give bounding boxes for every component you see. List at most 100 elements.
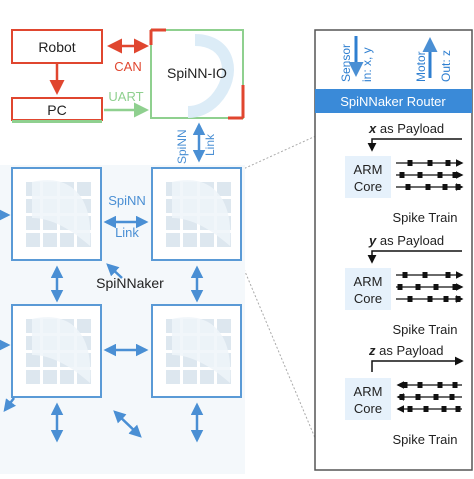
chip-sheen (32, 317, 91, 383)
spike-mark (455, 296, 461, 302)
payload-variable: x (368, 121, 377, 136)
io-link-label-1: SpiNN (175, 129, 189, 164)
payload-label: y as Payload (368, 233, 444, 248)
core-cell (166, 216, 180, 230)
arm-label: ARM (354, 162, 383, 177)
core-cell (217, 182, 231, 196)
router-header (315, 89, 472, 113)
core-cell (183, 370, 197, 384)
spike-mark (415, 284, 421, 290)
pc-box: PC (11, 97, 103, 123)
sensor-sub-label: in: x, y (360, 47, 374, 82)
core-cell (200, 233, 214, 247)
core-cell (77, 319, 91, 333)
core-cell (200, 370, 214, 384)
payload-text: as Payload (376, 343, 444, 358)
routing-arrow (367, 138, 462, 152)
spike-mark (437, 172, 443, 178)
chip-sheen (172, 317, 231, 383)
core-cell (166, 353, 180, 367)
spinn-io-label: SpiNN-IO (167, 65, 227, 81)
spike-train-label: Spike Train (392, 210, 457, 225)
payload-text: as Payload (376, 121, 444, 136)
core-label: Core (354, 291, 382, 306)
spinnaker-chip (151, 304, 242, 398)
core-cell (166, 370, 180, 384)
payload-variable: y (368, 233, 377, 248)
spike-mark (443, 296, 449, 302)
grid-link-label-2: Link (115, 225, 139, 240)
spike-mark (407, 160, 413, 166)
chip-links (0, 208, 204, 443)
spinnaker-chip (151, 167, 242, 261)
spike-mark (423, 406, 429, 412)
payload-label: x as Payload (368, 121, 444, 136)
arm-core-box (345, 378, 391, 420)
robot-label: Robot (38, 39, 75, 55)
core-cell (60, 233, 74, 247)
sensor-label: Sensor (339, 44, 353, 82)
spike-mark (427, 296, 433, 302)
zoom-line-bottom (240, 261, 319, 446)
arm-label: ARM (354, 274, 383, 289)
core-cell (217, 319, 231, 333)
spike-mark (442, 184, 448, 190)
spinnaker-chip (11, 167, 102, 261)
spinnaker-chip (11, 304, 102, 398)
core-label: Core (354, 401, 382, 416)
arm-core-box (345, 268, 391, 310)
robot-box: Robot (11, 29, 103, 64)
chip-sheen (172, 180, 231, 246)
zoom-line-top (240, 134, 319, 171)
uart-label: UART (108, 89, 143, 104)
payload-variable: z (368, 343, 376, 358)
io-link-label-2: Link (203, 133, 217, 156)
spike-mark (427, 160, 433, 166)
pc-label: PC (47, 102, 66, 118)
arm-label: ARM (354, 384, 383, 399)
spike-mark (407, 406, 413, 412)
spike-mark (441, 406, 447, 412)
spike-mark (433, 284, 439, 290)
spike-train-label: Spike Train (392, 322, 457, 337)
router-panel: Sensor in: x, y Motor Out: z SpiNNaker R… (314, 29, 473, 471)
core-cell (183, 233, 197, 247)
can-label: CAN (114, 59, 141, 74)
chip-sheen (32, 180, 91, 246)
spike-mark (415, 394, 421, 400)
spike-mark (422, 272, 428, 278)
core-cell (26, 233, 40, 247)
core-cell (60, 370, 74, 384)
core-cell (26, 353, 40, 367)
spike-mark (402, 382, 408, 388)
router-title: SpiNNaker Router (340, 94, 446, 109)
spinnaker-label: SpiNNaker (96, 275, 164, 291)
spike-mark (405, 184, 411, 190)
motor-label: Motor (414, 51, 428, 82)
spinn-io-box: SpiNN-IO (149, 28, 245, 120)
spike-mark (433, 394, 439, 400)
spike-mark (445, 160, 451, 166)
spike-mark (437, 382, 443, 388)
link-arrow-diag-2 (3, 397, 16, 412)
spike-mark (452, 382, 458, 388)
payload-text: as Payload (376, 233, 444, 248)
link-arrow-diag-1 (106, 263, 123, 279)
spike-mark (399, 172, 405, 178)
chip-grid (11, 167, 242, 398)
spike-mark (407, 296, 413, 302)
core-label: Core (354, 179, 382, 194)
spike-mark (399, 394, 405, 400)
core-cell (26, 216, 40, 230)
link-arrow-diag-3 (113, 410, 142, 438)
spike-mark (452, 284, 458, 290)
board-watermark (187, 34, 234, 118)
spike-mark (417, 172, 423, 178)
spike-mark (417, 382, 423, 388)
spike-mark (445, 272, 451, 278)
payload-label: z as Payload (368, 343, 443, 358)
motor-sub-label: Out: z (439, 50, 453, 82)
routing-arrow (367, 250, 462, 264)
